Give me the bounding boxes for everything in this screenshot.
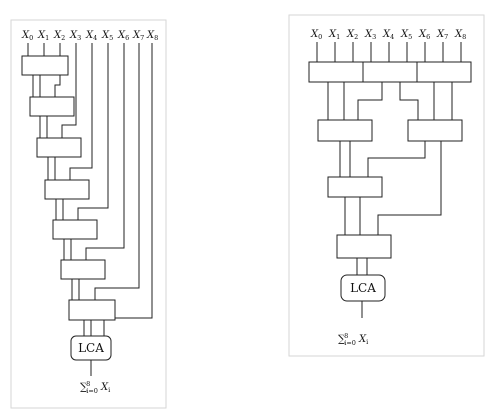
right-adder-lower-1 xyxy=(327,176,383,198)
left-input-label-7: X7 xyxy=(132,30,144,42)
right-lca-block: LCA xyxy=(340,274,386,302)
right-adder-lower-2 xyxy=(336,234,392,259)
left-input-label-6: X6 xyxy=(117,30,129,42)
left-input-label-4: X4 xyxy=(85,30,97,42)
right-adder-top-1 xyxy=(308,61,364,83)
left-input-label-0: X0 xyxy=(21,30,33,42)
left-input-label-8: X8 xyxy=(146,30,158,42)
left-frame xyxy=(10,19,167,409)
right-adder-mid-2 xyxy=(407,119,463,142)
left-input-label-2: X2 xyxy=(53,30,65,42)
left-input-labels: X0 X1 X2 X3 X4 X5 X6 X7 X8 xyxy=(21,30,158,42)
right-input-label-2: X2 xyxy=(346,29,358,41)
left-adder-4 xyxy=(44,179,90,200)
right-adder-mid-1 xyxy=(317,119,373,142)
left-lca-label: LCA xyxy=(78,341,104,355)
left-adder-5 xyxy=(52,219,98,240)
left-adder-3 xyxy=(36,137,82,158)
right-adder-top-3 xyxy=(416,61,472,83)
left-input-label-3: X3 xyxy=(69,30,81,42)
right-input-label-5: X5 xyxy=(400,29,412,41)
right-input-label-3: X3 xyxy=(364,29,376,41)
right-frame xyxy=(288,14,485,357)
right-input-label-6: X6 xyxy=(418,29,430,41)
right-adder-blocks xyxy=(308,61,472,259)
left-adder-6 xyxy=(60,259,106,280)
left-adder-blocks xyxy=(21,55,116,321)
right-input-label-0: X0 xyxy=(310,29,322,41)
right-input-label-7: X7 xyxy=(436,29,448,41)
left-adder-1 xyxy=(21,55,69,76)
right-wires xyxy=(316,42,462,318)
right-lca-label: LCA xyxy=(350,281,376,295)
right-adder-top-2 xyxy=(362,61,418,83)
left-adder-7 xyxy=(68,299,116,321)
left-input-label-1: X1 xyxy=(37,30,49,42)
left-wires xyxy=(27,43,153,376)
left-adder-2 xyxy=(29,96,75,117)
right-input-label-8: X8 xyxy=(454,29,466,41)
right-input-label-1: X1 xyxy=(328,29,340,41)
right-input-labels: X0 X1 X2 X3 X4 X5 X6 X7 X8 xyxy=(310,29,466,41)
left-lca-block: LCA xyxy=(70,335,112,361)
right-adder-tree-diagram: X0 X1 X2 X3 X4 X5 X6 X7 X8 xyxy=(288,14,485,357)
right-input-label-4: X4 xyxy=(382,29,394,41)
left-input-label-5: X5 xyxy=(101,30,113,42)
left-adder-chain-diagram: X0 X1 X2 X3 X4 X5 X6 X7 X8 xyxy=(10,19,167,409)
